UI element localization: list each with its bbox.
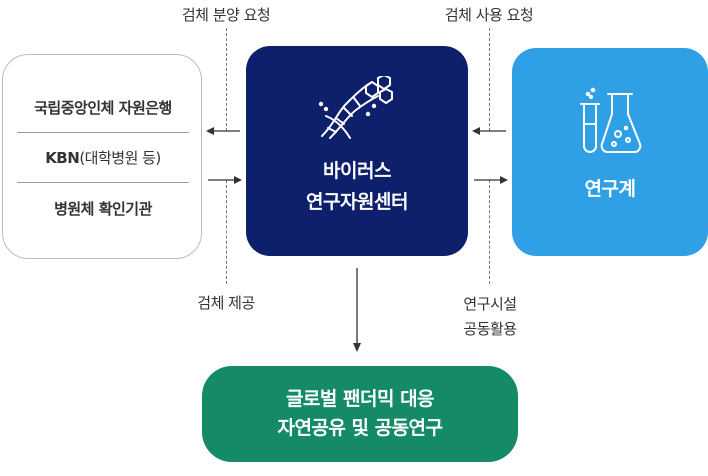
bottom-title-line1: 글로벌 팬더믹 대응 — [285, 388, 435, 410]
left-item-kbn: KBN(대학병원 등) — [17, 147, 189, 168]
arrow-center-to-right — [474, 176, 508, 184]
dna-molecule-icon — [318, 76, 393, 139]
label-sample-use-request: 검체 사용 요청 — [444, 6, 534, 24]
label-facility-sharing-line2: 공동활용 — [463, 320, 517, 338]
center-title: 바이러스 연구자원센터 — [246, 156, 468, 218]
research-community-box: 연구계 — [512, 48, 708, 256]
bottom-title-line2: 자연공유 및 공동연구 — [277, 417, 443, 439]
left-item-national-biobank: 국립중앙인체 자원은행 — [17, 97, 189, 118]
label-sample-distribution-request: 검체 분양 요청 — [181, 6, 271, 24]
dashed-line-top-left — [226, 28, 227, 131]
label-facility-sharing-line1: 연구시설 — [463, 295, 517, 313]
left-item-pathogen-lab-text: 병원체 확인기관 — [54, 200, 152, 218]
biobank-institutions-box: 국립중앙인체 자원은행 KBN(대학병원 등) 병원체 확인기관 — [2, 54, 202, 259]
label-facility-sharing: 연구시설 공동활용 — [440, 292, 540, 342]
dashed-line-bottom-left — [226, 180, 227, 284]
dashed-line-top-right — [489, 28, 490, 131]
dashed-line-bottom-right — [489, 180, 490, 284]
arrow-left-to-center — [208, 176, 242, 184]
label-sample-provision: 검체 제공 — [197, 294, 255, 312]
global-pandemic-box: 글로벌 팬더믹 대응 자연공유 및 공동연구 — [202, 366, 518, 462]
left-item-kbn-sub: (대학병원 등) — [79, 149, 161, 167]
left-item-national-biobank-text: 국립중앙인체 자원은행 — [34, 99, 172, 117]
left-item-pathogen-lab: 병원체 확인기관 — [17, 198, 189, 219]
left-divider-1 — [17, 132, 189, 133]
right-title: 연구계 — [584, 178, 636, 200]
left-item-kbn-text: KBN — [45, 149, 80, 167]
arrow-center-to-bottom — [353, 268, 361, 352]
arrow-center-to-left — [206, 127, 240, 135]
bottom-title: 글로벌 팬더믹 대응 자연공유 및 공동연구 — [202, 385, 518, 443]
arrow-right-to-center — [472, 127, 506, 135]
center-title-line2: 연구자원센터 — [306, 191, 408, 213]
flask-test-tube-icon — [580, 87, 642, 153]
virus-research-center-box: 바이러스 연구자원센터 — [246, 46, 468, 256]
center-title-line1: 바이러스 — [323, 160, 391, 182]
left-divider-2 — [17, 182, 189, 183]
